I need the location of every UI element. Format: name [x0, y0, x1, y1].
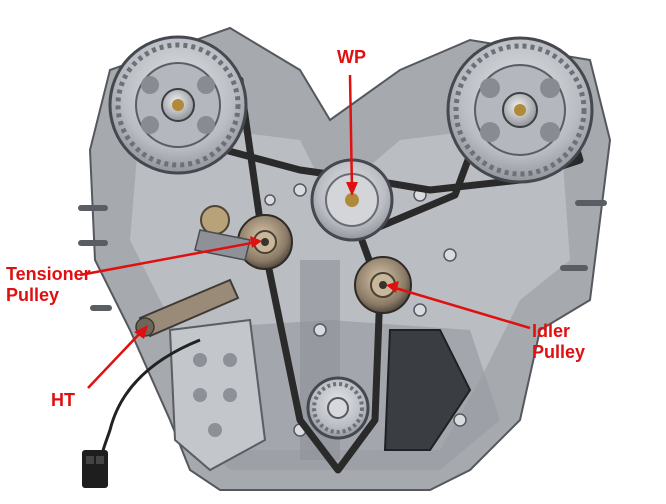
annotation-arrows: [79, 74, 531, 389]
wp-label: WP: [337, 47, 366, 67]
tensioner-pulley-label: Tensioner Pulley: [6, 264, 91, 305]
idler-pulley: [354, 256, 412, 314]
water-pump: [310, 158, 394, 242]
left-cam-sprocket: [108, 35, 248, 175]
ht-label: HT: [51, 390, 75, 410]
crank-sprocket: [306, 376, 370, 440]
idler-pulley-label: Idler Pulley: [532, 321, 586, 362]
tensioner-bracket: [194, 205, 251, 261]
right-cam-sprocket: [446, 36, 594, 184]
lower-cover: [168, 318, 267, 472]
tensioner-pulley: [237, 214, 293, 270]
connector: [82, 450, 108, 488]
right-lower-cover: [383, 329, 472, 451]
